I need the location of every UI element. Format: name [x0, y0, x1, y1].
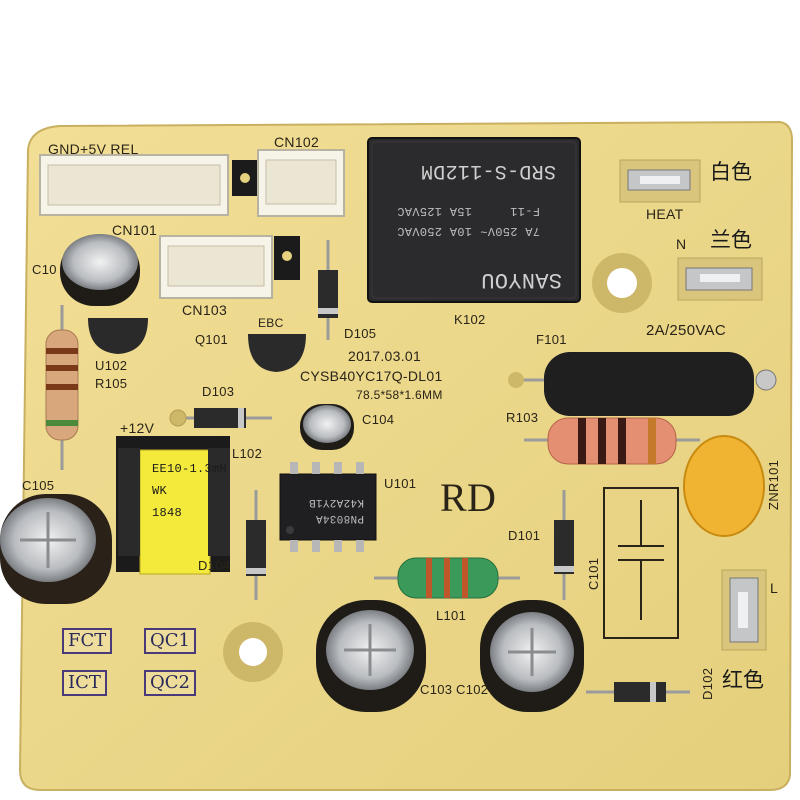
heat-label: HEAT — [646, 206, 684, 222]
c10x-label: C10 — [32, 262, 57, 277]
u102-label: U102 — [95, 358, 128, 373]
d101-label: D101 — [508, 528, 541, 543]
capacitor-c103 — [316, 600, 426, 712]
date-code: 2017.03.01 — [348, 348, 422, 364]
model-number: CYSB40YC17Q-DL01 — [300, 368, 443, 384]
q101-label: Q101 — [195, 332, 229, 347]
f101-label: F101 — [536, 332, 567, 347]
cn101-pin-label: GND+5V REL — [48, 141, 139, 157]
inductor-l101 — [374, 557, 520, 599]
n-label: N — [676, 236, 687, 252]
c104-label: C104 — [362, 412, 395, 427]
ic-print: PN8034A K42A2Y1B — [290, 490, 370, 526]
capacitor-c101-outline — [603, 487, 679, 639]
cn102-connector — [257, 149, 345, 217]
capacitor-c104 — [300, 404, 354, 450]
rd-marking: RD — [440, 475, 497, 520]
diode-d102 — [586, 682, 690, 702]
transformer-print: EE10-1.3mH WK 1848 — [152, 462, 228, 520]
transformer-line1: EE10-1.3mH — [152, 462, 228, 476]
transistor-q101 — [248, 334, 306, 372]
relay-k102 — [367, 137, 581, 303]
transistor-u102 — [88, 318, 148, 354]
relay-print: SANYOU 7A 250V~ F-11 10A 250VAC 15A 125V… — [372, 142, 576, 298]
relay-rating-1: 15A 125VAC — [396, 204, 472, 218]
wire-color-blue: 兰色 — [710, 228, 752, 252]
d105-label: D105 — [344, 326, 377, 341]
capacitor-c105 — [0, 494, 112, 604]
znr101-label: ZNR101 — [766, 459, 781, 510]
d102-label: D102 — [700, 667, 715, 700]
mounting-hole — [223, 253, 652, 682]
l-label: L — [770, 580, 779, 596]
stamp-ict: ICT — [62, 670, 107, 696]
ic-line2: K42A2Y1B — [308, 496, 364, 508]
capacitor-c10x — [60, 234, 140, 306]
terminal-n — [677, 257, 763, 301]
u101-label: U101 — [384, 476, 417, 491]
relay-rating-3: 7A 250V~ — [479, 224, 540, 238]
ic-u101 — [279, 462, 377, 552]
r105-label: R105 — [95, 376, 128, 391]
terminal-l — [721, 569, 767, 651]
cn103-connector — [159, 235, 300, 299]
stamp-qc1: QC1 — [144, 628, 196, 654]
ebc-label: EBC — [258, 316, 284, 330]
l102-label: L102 — [232, 446, 263, 461]
cn101-connector — [39, 154, 258, 216]
r103-label: R103 — [506, 410, 539, 425]
relay-brand: SANYOU — [480, 267, 562, 292]
c101-label: C101 — [586, 557, 601, 590]
cn103-label: CN103 — [182, 302, 228, 318]
c103-label: C103 — [420, 682, 453, 697]
wire-color-white: 白色 — [710, 160, 752, 184]
diode-d101 — [554, 490, 574, 600]
transformer-line2: WK — [152, 484, 168, 498]
diode-d104 — [246, 490, 266, 600]
terminal-heat — [619, 159, 701, 203]
l101-label: L101 — [436, 608, 467, 623]
c105-label: C105 — [22, 478, 55, 493]
rating-label: 2A/250VAC — [646, 322, 726, 339]
cn102-label: CN102 — [274, 134, 320, 150]
capacitor-c102 — [480, 600, 584, 712]
relay-rating-2: 10A 250VAC — [396, 224, 472, 238]
varistor-znr101 — [683, 435, 765, 537]
diode-d105 — [318, 240, 338, 340]
relay-rating-4: F-11 — [509, 204, 540, 218]
stamp-qc2: QC2 — [144, 670, 196, 696]
transformer-l102 — [116, 436, 230, 575]
transformer-line3: 1848 — [152, 506, 183, 520]
board-dimensions: 78.5*58*1.6MM — [356, 388, 443, 402]
fuse-f101 — [508, 352, 777, 416]
d104-label: D104 — [198, 558, 231, 573]
wire-color-red: 红色 — [722, 668, 764, 692]
resistor-r103 — [524, 417, 700, 465]
d103-label: D103 — [202, 384, 235, 399]
relay-model: SRD-S-112DM — [420, 159, 556, 182]
diode-d103 — [169, 408, 272, 428]
plus12v-label: +12V — [120, 420, 155, 436]
c102-label: C102 — [456, 682, 489, 697]
ic-line1: PN8034A — [315, 512, 364, 524]
resistor-r105 — [45, 305, 79, 470]
k102-label: K102 — [454, 312, 486, 327]
cn101-label: CN101 — [112, 222, 158, 238]
stamp-fct: FCT — [62, 628, 113, 654]
